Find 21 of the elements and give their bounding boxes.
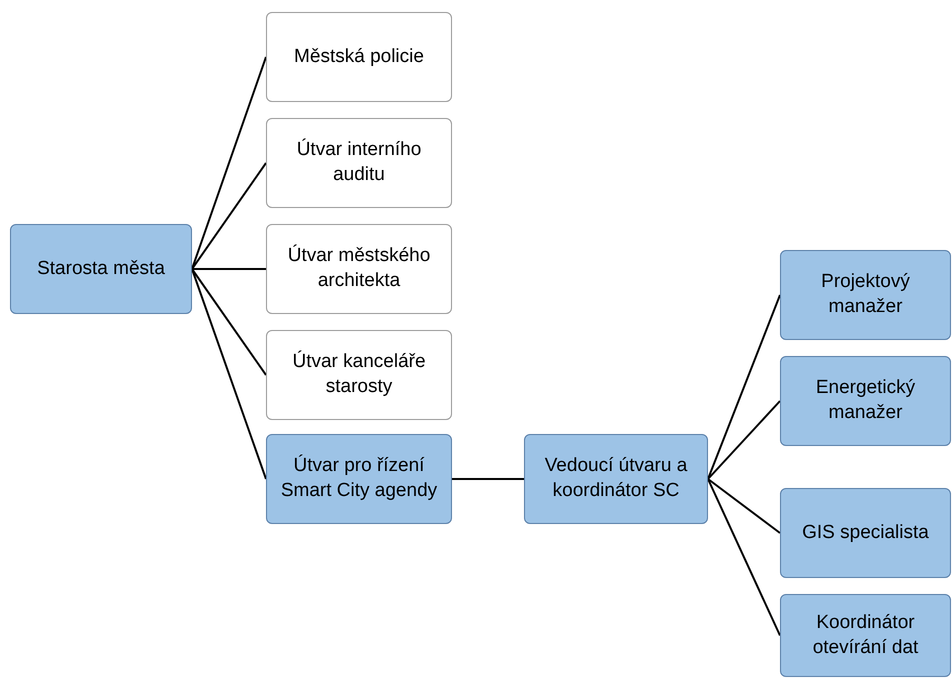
department-box: Útvar kanceláře starosty	[266, 330, 452, 420]
connector-line	[191, 268, 267, 376]
connector-line	[707, 400, 781, 480]
connector-line	[452, 478, 524, 480]
role-box: Starosta města	[10, 224, 192, 314]
department-box: Útvar městského architekta	[266, 224, 452, 314]
connector-line	[191, 268, 267, 480]
connector-line	[707, 294, 781, 480]
role-box: Energetický manažer	[780, 356, 951, 446]
role-box: GIS specialista	[780, 488, 951, 578]
role-box: Vedoucí útvaru a koordinátor SC	[524, 434, 708, 524]
connector-line	[191, 162, 267, 270]
role-box: Koordinátor otevírání dat	[780, 594, 951, 677]
role-box: Projektový manažer	[780, 250, 951, 340]
role-box: Útvar pro řízení Smart City agendy	[266, 434, 452, 524]
department-box: Městská policie	[266, 12, 452, 102]
connector-line	[192, 268, 266, 270]
connector-line	[191, 56, 267, 270]
connector-line	[707, 478, 781, 636]
connector-line	[707, 478, 781, 534]
department-box: Útvar interního auditu	[266, 118, 452, 208]
